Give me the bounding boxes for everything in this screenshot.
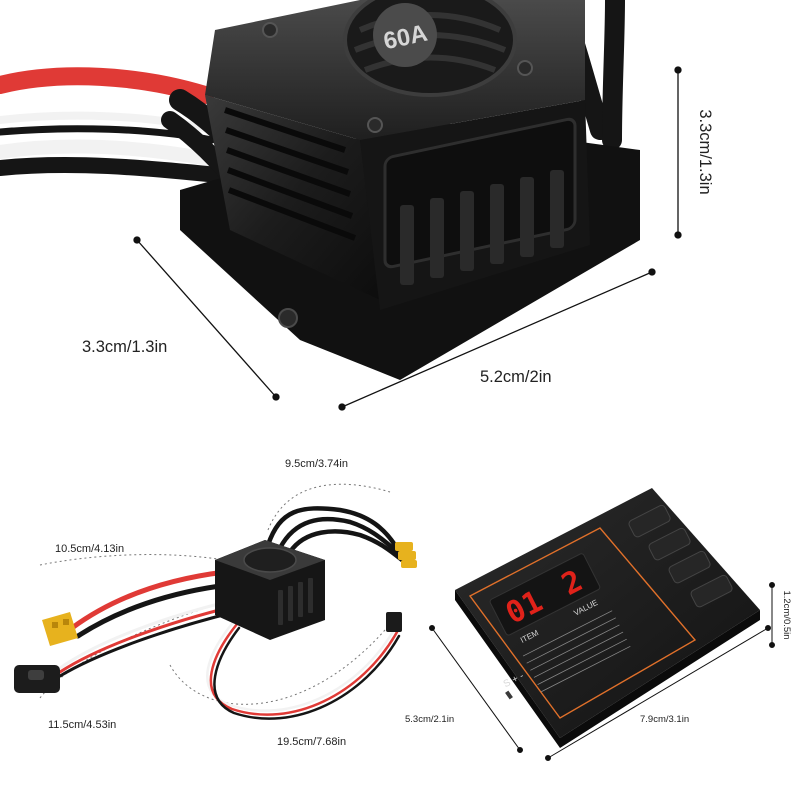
- height-dimension-label: 3.3cm/1.3in: [696, 109, 714, 194]
- switch-wire-length-label: 11.5cm/4.53in: [48, 719, 116, 731]
- value-button[interactable]: [648, 527, 692, 561]
- reset-button[interactable]: [668, 550, 712, 584]
- power-wires: [69, 569, 231, 639]
- card-length-label: 7.9cm/3.1in: [640, 714, 689, 725]
- screw-icon: [262, 22, 533, 133]
- card-length-dimension-line: [547, 627, 769, 759]
- width-dimension-label: 5.2cm/2in: [480, 368, 552, 386]
- wire-length-guides: [39, 483, 391, 705]
- esc-large-side-fins: [224, 107, 357, 241]
- switch-wire: [58, 598, 237, 678]
- program-card-frame: [468, 527, 697, 719]
- card-dimension-lines: [429, 582, 775, 761]
- program-card: 01 2 ITEM VALUE S + -: [455, 488, 760, 748]
- xt60-connector-icon: [42, 612, 78, 646]
- card-width-dimension-line: [431, 627, 521, 751]
- esc-large: 60A: [0, 0, 640, 380]
- fan-icon: 60A: [343, 0, 517, 97]
- mount-hole-icon: [278, 308, 298, 328]
- program-card-display: 01 2 ITEM VALUE S + -: [489, 553, 631, 693]
- servo-plug-icon: [386, 612, 402, 632]
- usb-port-icon: [505, 690, 513, 700]
- depth-dimension-label: 3.3cm/1.3in: [82, 338, 167, 356]
- motor-wire-length-label: 9.5cm/3.74in: [285, 458, 348, 470]
- bullet-connector-icon: [395, 542, 417, 568]
- ok-button[interactable]: [690, 574, 734, 608]
- esc-small-body: [215, 540, 325, 640]
- card-thickness-label: 1.2cm/0.5in: [781, 590, 792, 639]
- top-dimension-lines: [133, 66, 682, 411]
- program-card-buttons: [628, 504, 734, 608]
- card-width-label: 5.3cm/2.1in: [405, 714, 454, 725]
- power-wire-length-label: 10.5cm/4.13in: [55, 543, 124, 555]
- motor-wires: [265, 506, 405, 563]
- width-dimension-line: [341, 271, 653, 408]
- signal-wire-length-label: 19.5cm/7.68in: [277, 736, 346, 748]
- depth-dimension-line: [136, 239, 277, 398]
- settings-table: [522, 610, 631, 693]
- item-button[interactable]: [628, 504, 672, 538]
- signal-wire: [206, 618, 401, 720]
- esc-large-front-fins: [400, 170, 564, 285]
- esc-small-assembly: [14, 483, 417, 720]
- power-switch-icon: [14, 665, 60, 693]
